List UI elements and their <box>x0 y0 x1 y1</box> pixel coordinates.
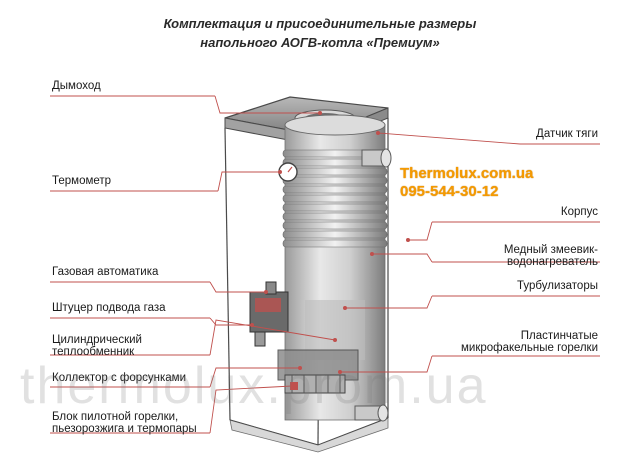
label-draft-sensor: Датчик тяги <box>536 128 598 140</box>
label-chimney: Дымоход <box>52 80 101 92</box>
label-gas-fitting: Штуцер подвода газа <box>52 302 166 314</box>
label-nozzle-collector: Коллектор с форсунками <box>52 372 187 384</box>
brand-phone: 095-544-30-12 <box>400 183 499 200</box>
label-copper-coil-2: водонагреватель <box>507 256 598 268</box>
gas-valve-block <box>249 281 289 347</box>
leader-dots-left <box>250 111 337 388</box>
watermark: thermolux.prom.ua <box>20 357 488 415</box>
label-pilot-block-2: пьезорозжига и термопары <box>52 423 197 435</box>
bottom-outlet-pipe <box>354 404 389 422</box>
leader-dots-right <box>338 131 410 374</box>
title-line-2: напольного АОГВ-котла «Премиум» <box>200 35 440 50</box>
label-turbulizers: Турбулизаторы <box>517 280 598 292</box>
label-heat-exchanger-1: Цилиндрический <box>52 334 142 346</box>
leader-lines-left <box>50 95 336 434</box>
label-plate-burners-1: Пластинчатые <box>520 330 598 342</box>
label-plate-burners-2: микрофакельные горелки <box>460 342 598 354</box>
title-line-1: Комплектация и присоединительные размеры <box>163 16 477 31</box>
brand-site: Thermolux.com.ua <box>400 165 534 182</box>
label-gas-automatics: Газовая автоматика <box>52 266 159 278</box>
copper-coil <box>282 149 388 248</box>
label-housing: Корпус <box>560 206 598 218</box>
label-copper-coil-1: Медный змеевик- <box>503 244 598 256</box>
label-heat-exchanger-2: теплообменник <box>52 346 135 358</box>
label-thermometer: Термометр <box>52 175 112 187</box>
draft-sensor-fitting <box>361 148 392 168</box>
label-pilot-block-1: Блок пилотной горелки, <box>52 411 179 423</box>
leader-lines-right <box>340 132 600 373</box>
